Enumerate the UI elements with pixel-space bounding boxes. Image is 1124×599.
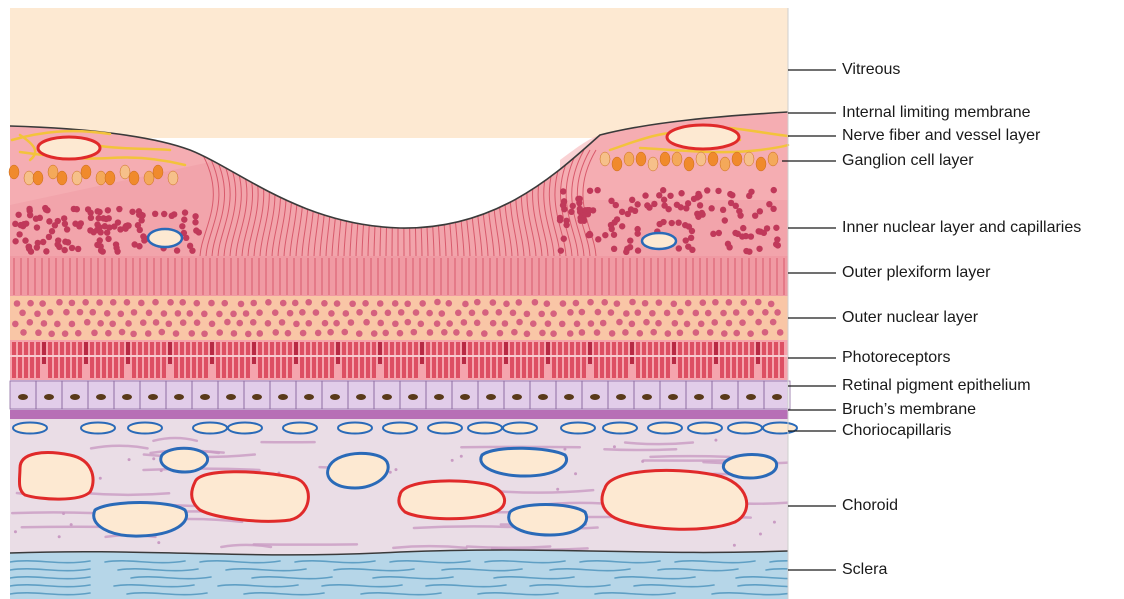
choriocapillaris-vessels: [13, 423, 797, 434]
label-outer-plexiform-layer: Outer plexiform layer: [842, 264, 991, 282]
label-sclera: Sclera: [842, 561, 887, 579]
label-choroid: Choroid: [842, 497, 898, 515]
vessel-artery-left: [38, 137, 100, 159]
label-choriocapillaris: Choriocapillaris: [842, 422, 951, 440]
label-retinal-pigment-epithelium: Retinal pigment epithelium: [842, 377, 1031, 395]
label-vitreous: Vitreous: [842, 61, 900, 79]
label-ganglion-cell-layer: Ganglion cell layer: [842, 152, 974, 170]
label-photoreceptors: Photoreceptors: [842, 349, 951, 367]
capillary-left: [148, 229, 182, 247]
label-inner-nuclear-layer: Inner nuclear layer and capillaries: [842, 219, 1081, 237]
vitreous-region: [10, 8, 788, 138]
label-bruchs-membrane: Bruch’s membrane: [842, 401, 976, 419]
label-outer-nuclear-layer: Outer nuclear layer: [842, 309, 978, 327]
vessel-artery-right: [667, 125, 739, 149]
leader-lines: [782, 70, 836, 570]
capillary-right: [642, 233, 676, 249]
sclera-region: [10, 550, 788, 599]
bruchs-membrane: [10, 410, 788, 419]
label-internal-limiting-membrane: Internal limiting membrane: [842, 104, 1031, 122]
label-nerve-fiber-vessel-layer: Nerve fiber and vessel layer: [842, 127, 1040, 145]
